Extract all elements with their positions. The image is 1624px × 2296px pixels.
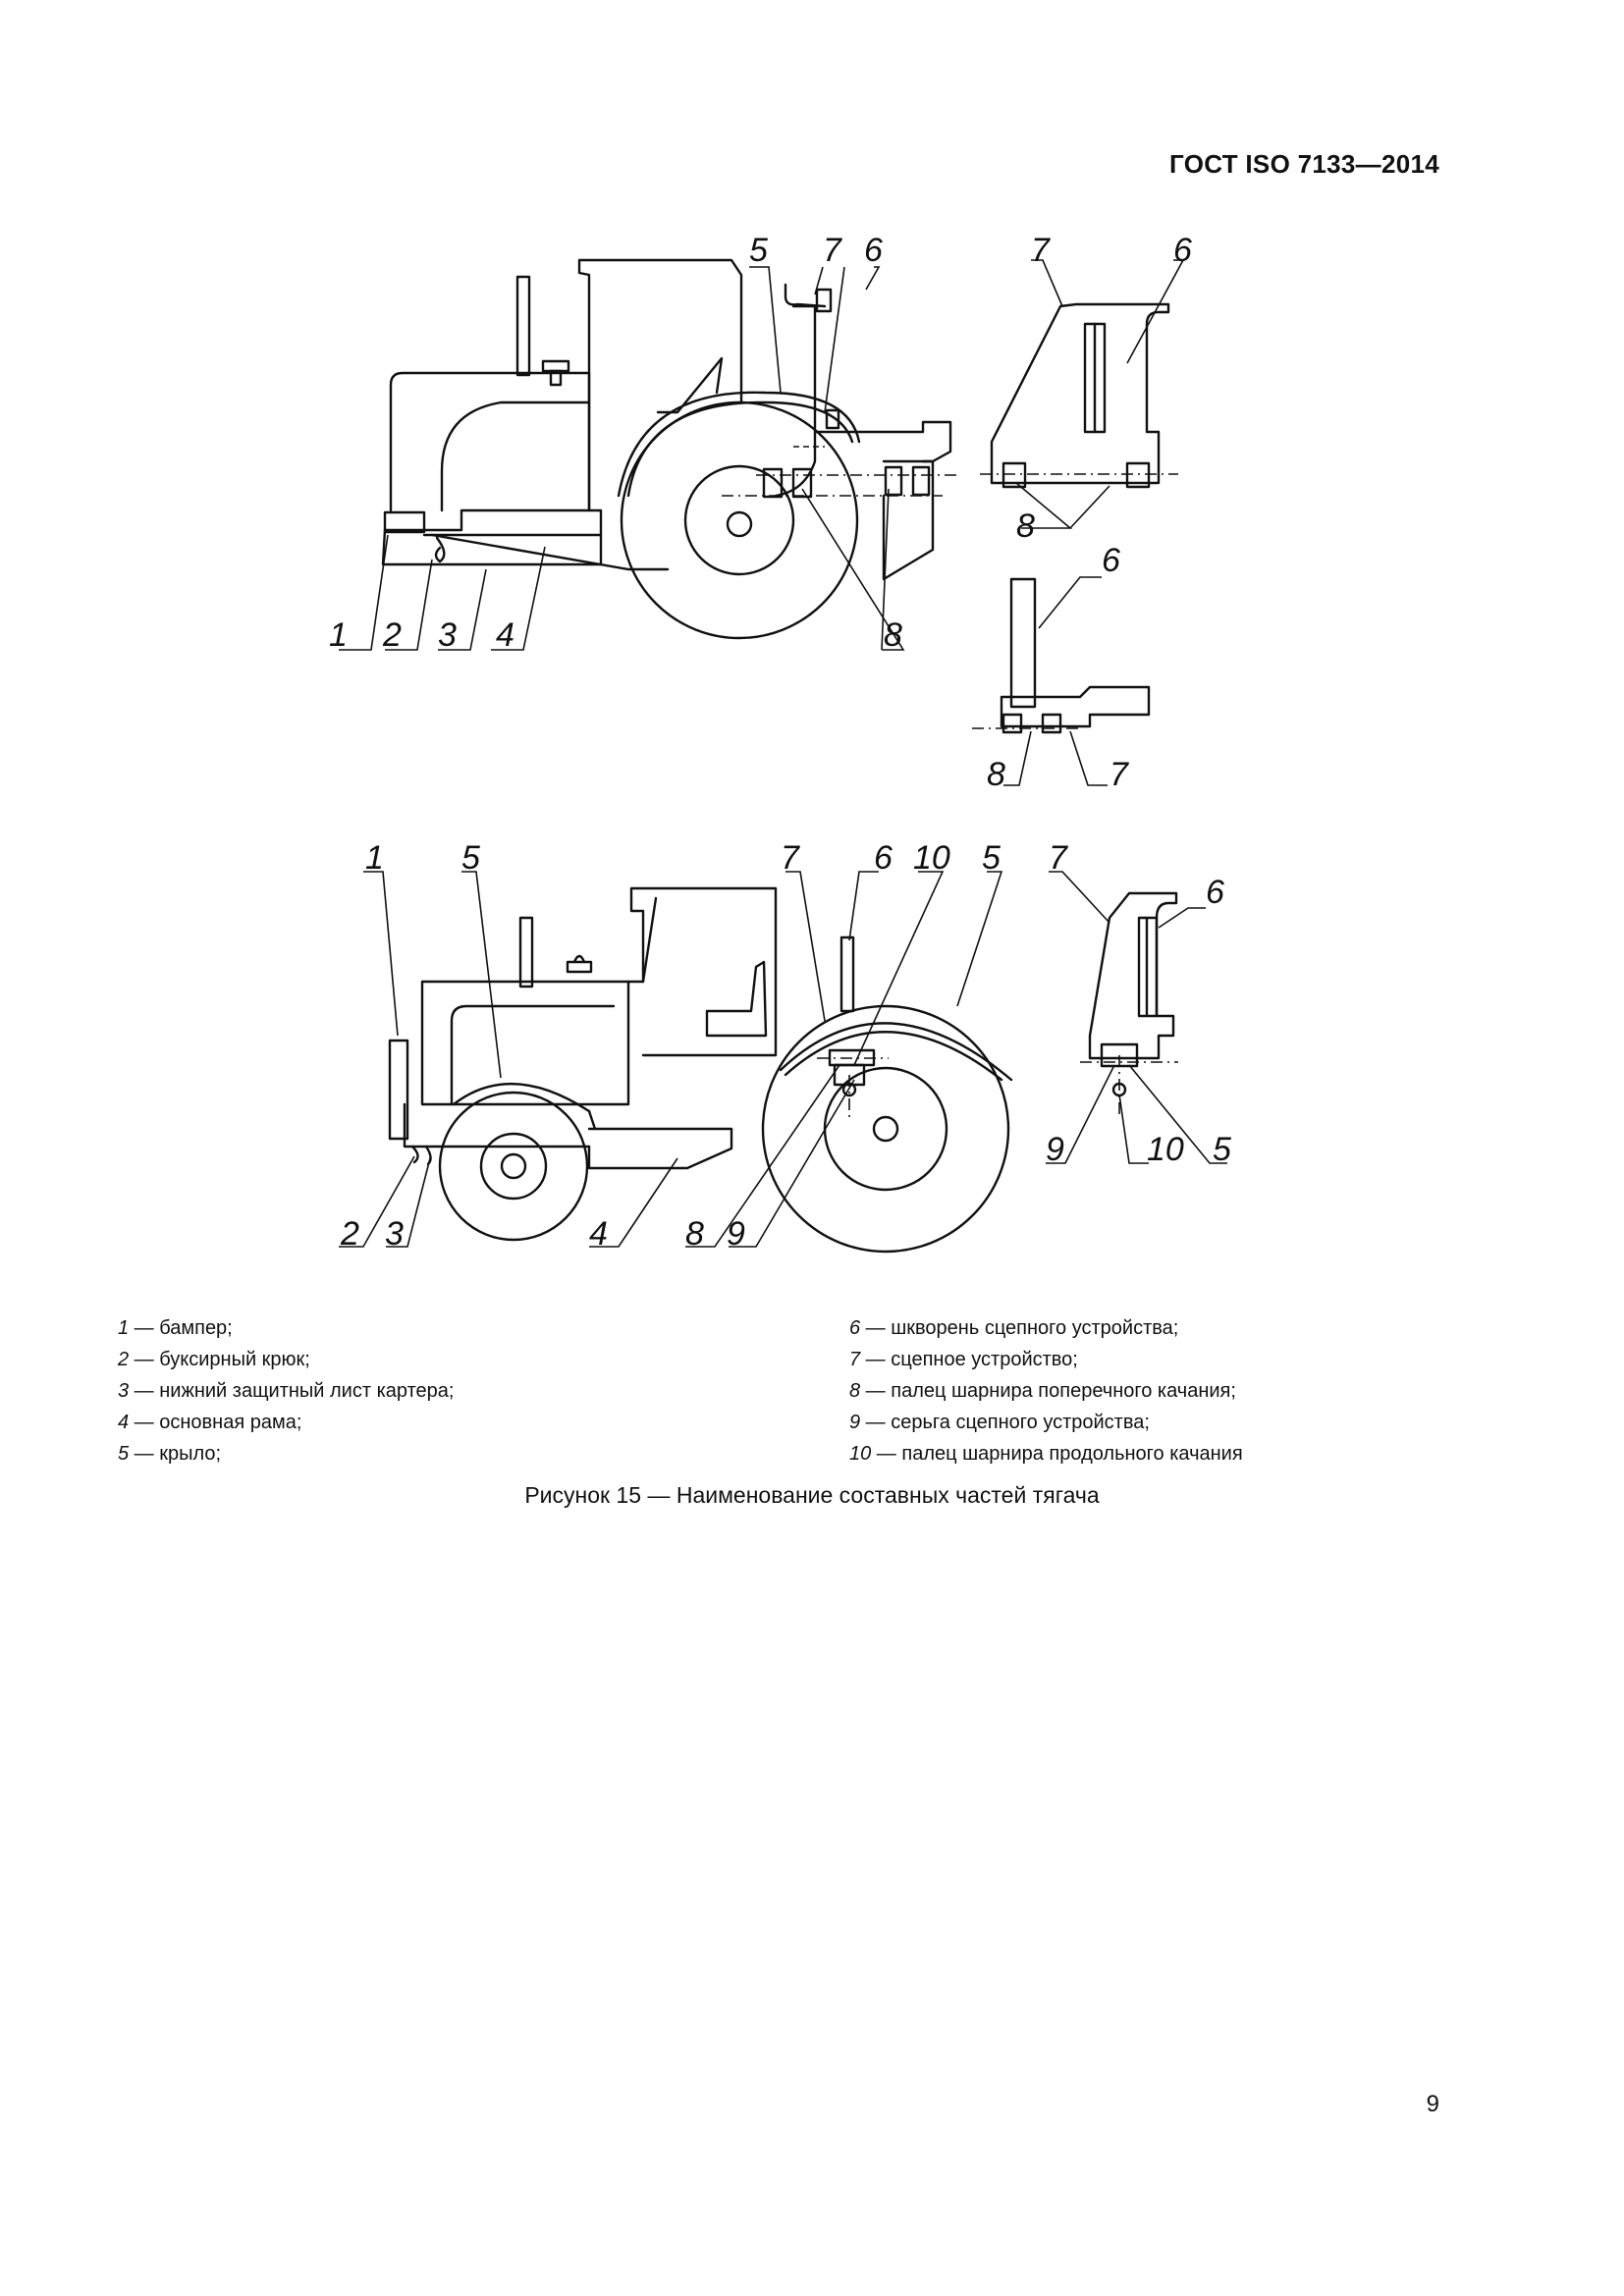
callout-number: 7 xyxy=(781,839,800,877)
callout-number: 6 xyxy=(1173,232,1192,269)
legend-item: 6 — шкворень сцепного устройства; xyxy=(849,1317,1179,1339)
legend-item: 8 — палец шарнира поперечного качания; xyxy=(849,1380,1236,1402)
callout-number: 6 xyxy=(1102,542,1120,579)
legend-item: 1 — бампер; xyxy=(118,1317,233,1339)
callout-number: 7 xyxy=(1049,839,1068,877)
callout-number: 3 xyxy=(385,1215,404,1253)
callouts-detail-c: 7 6 9 10 5 xyxy=(1046,839,1231,1168)
detail-b xyxy=(972,576,1151,786)
callout-number: 7 xyxy=(823,232,842,269)
callouts-detail-b: 6 8 7 xyxy=(987,542,1129,793)
figure-caption: Рисунок 15 — Наименование составных част… xyxy=(524,1482,1100,1508)
callout-number: 9 xyxy=(727,1215,745,1253)
callout-number: 6 xyxy=(1206,874,1224,911)
legend-item: 9 — серьга сцепного устройства; xyxy=(849,1412,1150,1433)
callout-number: 8 xyxy=(1016,507,1035,545)
callouts-bottom: 1 5 7 6 10 5 2 3 4 8 9 xyxy=(340,839,1001,1253)
callouts-top: 1 2 3 4 5 7 6 8 xyxy=(329,232,902,654)
legend-left-column: 1 — бампер; 2 — буксирный крюк; 3 — нижн… xyxy=(118,1312,454,1469)
callout-number: 8 xyxy=(987,756,1005,793)
legend-right-column: 6 — шкворень сцепного устройства; 7 — сц… xyxy=(849,1312,1243,1469)
callouts-detail-a: 7 6 8 xyxy=(1016,232,1192,545)
callout-number: 10 xyxy=(1147,1131,1184,1168)
figure-tractor-parts: 1 2 3 4 5 7 6 8 7 6 8 6 8 7 1 5 7 6 10 5… xyxy=(329,232,1231,1254)
legend-item: 4 — основная рама; xyxy=(118,1412,302,1433)
callout-number: 8 xyxy=(884,616,902,654)
page-number: 9 xyxy=(1426,2091,1439,2117)
legend-item: 5 — крыло; xyxy=(118,1443,222,1465)
callout-number: 5 xyxy=(749,232,768,269)
callout-number: 7 xyxy=(1110,756,1129,793)
callout-number: 7 xyxy=(1031,232,1051,269)
legend-item: 3 — нижний защитный лист картера; xyxy=(118,1380,455,1402)
detail-c xyxy=(1046,871,1227,1164)
callout-number: 3 xyxy=(438,616,457,654)
callout-number: 1 xyxy=(365,839,384,877)
callout-number: 9 xyxy=(1046,1131,1064,1168)
document-header: ГОСТ ISO 7133—2014 xyxy=(1169,149,1439,179)
callout-number: 5 xyxy=(982,839,1001,877)
legend-item: 2 — буксирный крюк; xyxy=(118,1349,310,1370)
callout-number: 2 xyxy=(382,616,402,654)
callout-number: 4 xyxy=(496,616,514,654)
callout-number: 5 xyxy=(461,839,480,877)
callout-number: 5 xyxy=(1213,1131,1231,1168)
top-tractor xyxy=(339,258,957,651)
bottom-tractor xyxy=(339,871,1013,1254)
callout-number: 6 xyxy=(864,232,883,269)
callout-number: 2 xyxy=(340,1215,359,1253)
callout-number: 6 xyxy=(874,839,893,877)
callout-number: 8 xyxy=(685,1215,704,1253)
callout-number: 4 xyxy=(589,1215,608,1253)
detail-a xyxy=(980,259,1185,529)
callout-number: 1 xyxy=(329,616,348,654)
legend-item: 7 — сцепное устройство; xyxy=(849,1349,1078,1370)
callout-number: 10 xyxy=(913,839,950,877)
legend-item: 10 — палец шарнира продольного качания xyxy=(849,1443,1243,1465)
tractor-drawing: 1 2 3 4 5 7 6 8 7 6 8 6 8 7 1 5 7 6 10 5… xyxy=(329,232,1231,1254)
